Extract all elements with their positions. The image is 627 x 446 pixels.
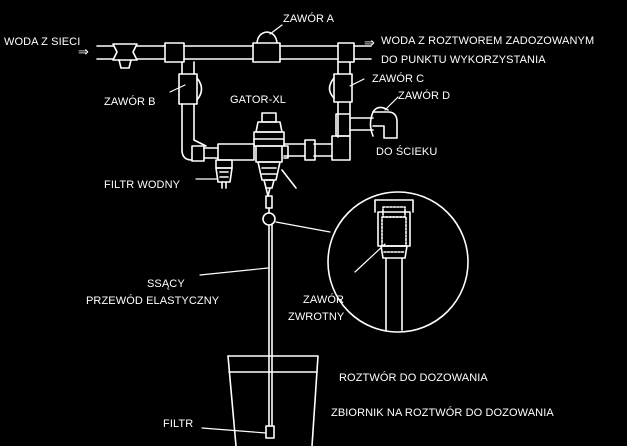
- valve-b-label: ZAWÓR B: [104, 96, 156, 108]
- valve-a-label: ZAWÓR A: [283, 13, 335, 25]
- valve-a-handle: [256, 31, 278, 44]
- valve-c-label: ZAWÓR C: [372, 73, 425, 85]
- outlet-arrow-icon: ⇒: [364, 36, 375, 51]
- left-branch: [178, 61, 219, 162]
- inlet-arrow-icon: ⇒: [78, 45, 89, 60]
- dispenser-unit: [217, 112, 297, 209]
- suction-hose-label-line1: SSĄCY: [147, 278, 185, 290]
- check-valve-marker: [262, 212, 276, 226]
- dosing-tank: [227, 355, 319, 446]
- check-valve-label-line1: ZAWÓR: [303, 294, 345, 306]
- filter-label: FILTR: [163, 418, 194, 430]
- outlet-label-line2: DO PUNKTU WYKORZYSTANIA: [381, 54, 546, 66]
- valve-d-label: ZAWÓR D: [398, 90, 451, 102]
- outlet-label-line1: WODA Z ROZTWOREM ZADOZOWANYM: [381, 35, 595, 47]
- detail-zoom-circle: [327, 191, 469, 333]
- suction-hose-label-line2: PRZEWÓD ELASTYCZNY: [86, 295, 220, 307]
- valve-d-drain: [349, 106, 398, 139]
- main-header-pipe: [164, 42, 372, 63]
- inlet-pipe: [96, 43, 166, 69]
- dosing-tank-label: ZBIORNIK NA ROZTWÓR DO DOZOWANIA: [331, 407, 554, 419]
- inlet-label: WODA Z SIECI: [4, 36, 81, 48]
- drain-label: DO ŚCIEKU: [376, 146, 438, 158]
- dispenser-label: GATOR-XL: [230, 94, 287, 106]
- foot-filter: [265, 425, 275, 439]
- check-valve-label-line2: ZWROTNY: [288, 311, 345, 323]
- water-filter-label: FILTR WODNY: [104, 179, 181, 191]
- right-branch: [283, 61, 353, 161]
- water-filter: [215, 159, 233, 189]
- dosing-solution-label: ROZTWÓR DO DOZOWANIA: [339, 372, 488, 384]
